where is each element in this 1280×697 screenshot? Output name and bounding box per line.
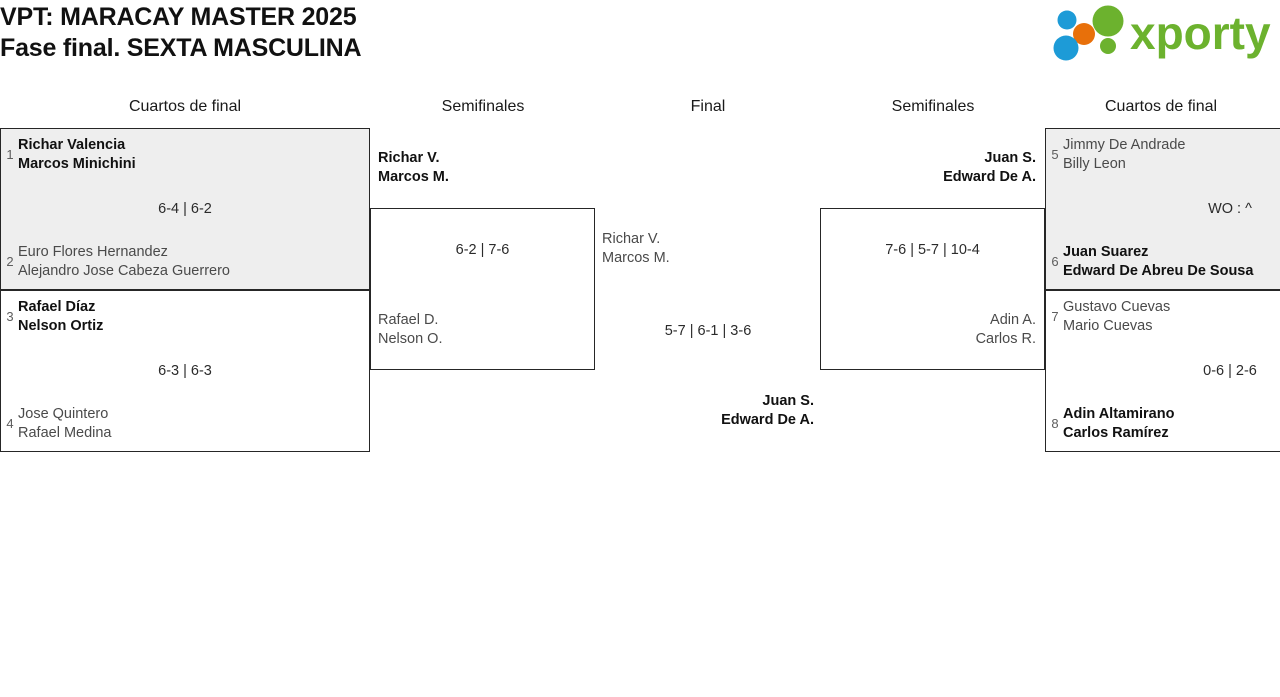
player-name: Juan S. [984, 150, 1036, 166]
player-name: Carlos Ramírez [1063, 425, 1169, 441]
player-name: Marcos M. [602, 250, 670, 266]
score-final: 5-7 | 6-1 | 3-6 [664, 323, 752, 339]
team-qf2-top[interactable]: 3 Rafael Díaz Nelson Ortiz [2, 298, 362, 336]
match-box-sf2[interactable] [820, 208, 1045, 370]
connector-final-left [594, 208, 595, 370]
player-name: Richar V. [378, 150, 440, 166]
player-name: Billy Leon [1063, 156, 1126, 172]
round-header-sf-right: Semifinales [891, 98, 975, 115]
seed-number: 4 [6, 416, 14, 431]
player-name: Juan Suarez [1063, 244, 1149, 260]
player-name: Edward De Abreu De Sousa [1063, 263, 1254, 279]
logo-wordmark: xporty [1130, 7, 1271, 59]
player-name: Richar Valencia [18, 137, 126, 153]
seed-number: 3 [6, 309, 14, 324]
seed-number: 6 [1051, 254, 1059, 269]
player-name: Gustavo Cuevas [1063, 299, 1171, 315]
team-qf1-bottom[interactable]: 2 Euro Flores Hernandez Alejandro Jose C… [2, 243, 362, 281]
score-sf1: 6-2 | 7-6 [455, 242, 510, 258]
score-qf4: 0-6 | 2-6 [1203, 363, 1257, 379]
player-name: Rafael Díaz [18, 299, 96, 315]
match-box-qf3[interactable] [1045, 128, 1280, 290]
tournament-subtitle: Fase final. SEXTA MASCULINA [0, 34, 362, 62]
round-header-sf-left: Semifinales [441, 98, 525, 115]
score-qf2: 6-3 | 6-3 [158, 363, 212, 379]
player-name: Mario Cuevas [1063, 318, 1153, 334]
match-box-qf4[interactable] [1045, 290, 1280, 452]
seed-number: 5 [1051, 147, 1059, 162]
player-name: Carlos R. [975, 331, 1036, 347]
player-name: Edward De A. [721, 412, 814, 428]
score-qf3: WO : ^ [1208, 201, 1252, 217]
seed-number: 2 [6, 254, 14, 269]
player-name: Marcos Minichini [18, 156, 136, 172]
team-qf2-bottom[interactable]: 4 Jose Quintero Rafael Medina [2, 405, 362, 443]
seed-number: 7 [1051, 309, 1059, 324]
match-box-qf1[interactable] [0, 128, 370, 290]
team-qf4-top[interactable]: 7 Gustavo Cuevas Mario Cuevas [1047, 298, 1280, 336]
team-final-bottom[interactable]: Juan S. Edward De A. [600, 392, 814, 430]
team-sf1-top[interactable]: Richar V. Marcos M. [378, 149, 588, 187]
player-name: Jimmy De Andrade [1063, 137, 1186, 153]
page-title: VPT: MARACAY MASTER 2025 Fase final. SEX… [0, 0, 760, 64]
team-final-top[interactable]: Richar V. Marcos M. [602, 230, 822, 268]
player-name: Alejandro Jose Cabeza Guerrero [18, 263, 230, 279]
team-sf2-top[interactable]: Juan S. Edward De A. [826, 149, 1036, 187]
score-qf1: 6-4 | 6-2 [158, 201, 212, 217]
blue-small-dot [1057, 10, 1077, 30]
orange-dot [1073, 23, 1095, 45]
player-name: Edward De A. [943, 169, 1036, 185]
team-qf3-top[interactable]: 5 Jimmy De Andrade Billy Leon [1047, 136, 1280, 174]
team-qf3-bottom[interactable]: 6 Juan Suarez Edward De Abreu De Sousa [1047, 243, 1280, 281]
player-name: Nelson O. [378, 331, 443, 347]
tournament-title: VPT: MARACAY MASTER 2025 [0, 3, 357, 31]
player-name: Jose Quintero [18, 406, 109, 422]
xporty-logo[interactable]: xporty [1046, 4, 1274, 62]
player-name: Adin A. [990, 312, 1036, 328]
player-name: Euro Flores Hernandez [18, 244, 168, 260]
seed-number: 1 [6, 147, 14, 162]
player-name: Marcos M. [378, 169, 449, 185]
connector-sf1-top [369, 128, 370, 208]
team-sf2-bottom[interactable]: Adin A. Carlos R. [826, 311, 1036, 349]
player-name: Richar V. [602, 231, 661, 247]
player-name: Rafael Medina [18, 425, 112, 441]
player-name: Adin Altamirano [1063, 406, 1175, 422]
green-large-dot [1092, 5, 1124, 37]
round-header-final: Final [690, 98, 726, 115]
round-header-qf-right: Cuartos de final [1105, 98, 1218, 115]
player-name: Nelson Ortiz [18, 318, 104, 334]
team-qf4-bottom[interactable]: 8 Adin Altamirano Carlos Ramírez [1047, 405, 1280, 443]
score-sf2: 7-6 | 5-7 | 10-4 [885, 242, 980, 258]
team-sf1-bottom[interactable]: Rafael D. Nelson O. [378, 311, 588, 349]
seed-number: 8 [1051, 416, 1059, 431]
player-name: Rafael D. [378, 312, 439, 328]
round-header-qf-left: Cuartos de final [128, 98, 242, 115]
player-name: Juan S. [762, 393, 814, 409]
green-small-dot [1100, 38, 1116, 54]
team-qf1-top[interactable]: 1 Richar Valencia Marcos Minichini [2, 136, 362, 174]
match-box-qf2[interactable] [0, 290, 370, 452]
blue-large-dot [1053, 35, 1079, 61]
